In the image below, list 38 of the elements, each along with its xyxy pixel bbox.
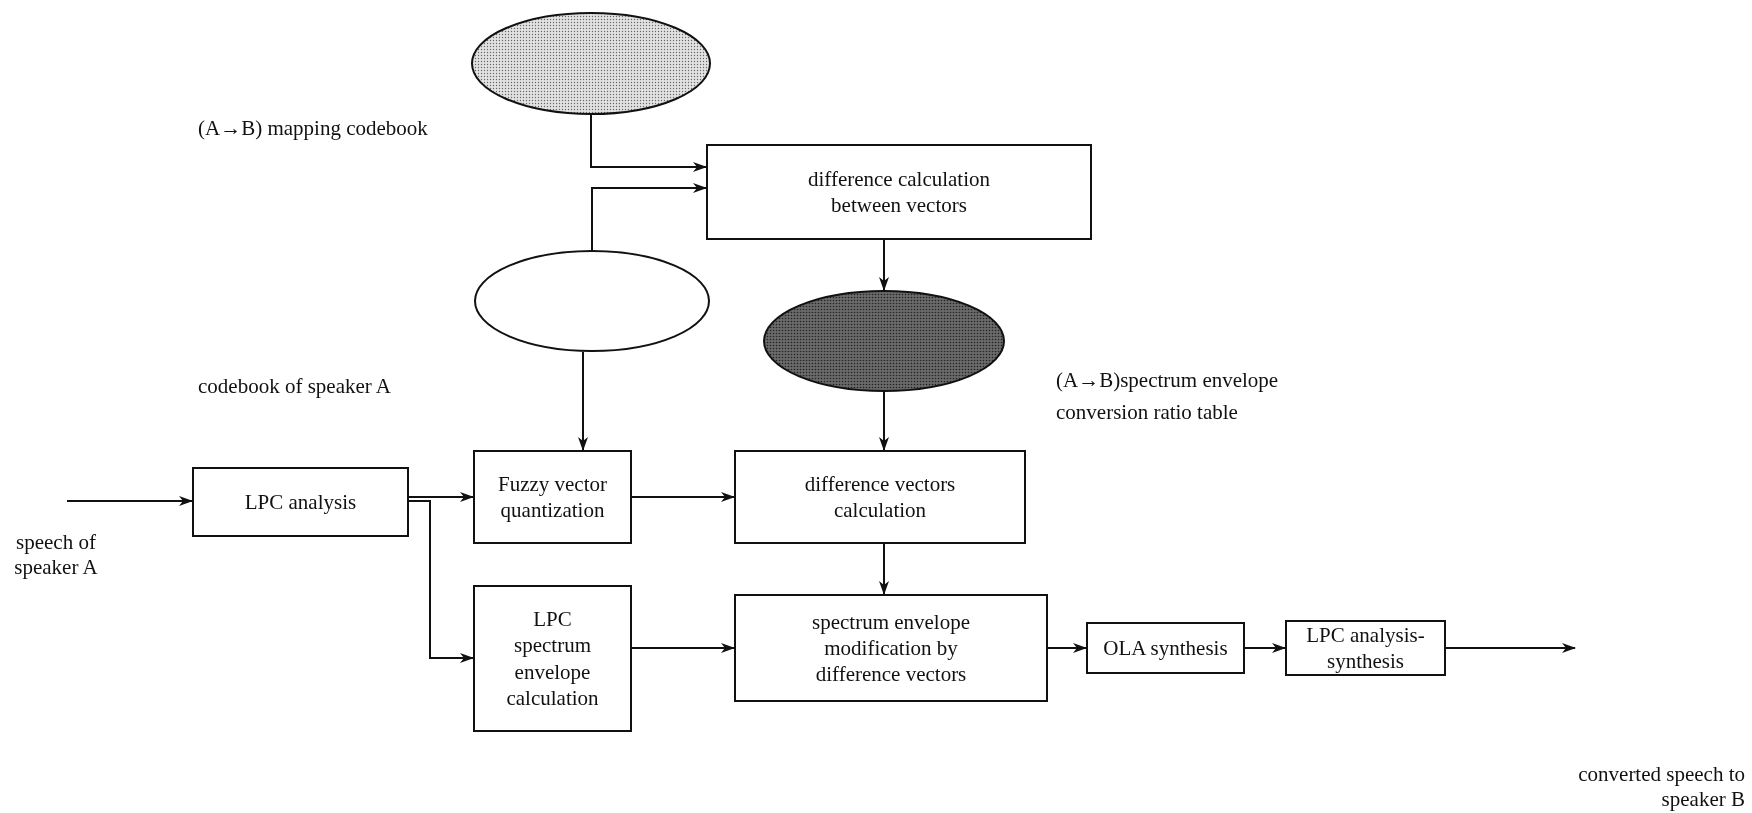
signal-label: speech of speaker A [13, 530, 99, 581]
process-box [473, 585, 632, 732]
arrow [631, 643, 735, 653]
box-label: spectrum envelope modification by difference vectors [811, 608, 971, 688]
process-box [1285, 620, 1446, 676]
arrow [1445, 643, 1576, 653]
codebook-ellipse [474, 250, 710, 352]
arrow [408, 500, 474, 663]
process-box [192, 467, 409, 537]
box-label: Fuzzy vector quantization [496, 470, 608, 524]
process-box [734, 594, 1048, 702]
box-label: LPC analysis [244, 488, 357, 516]
arrow [879, 543, 889, 595]
process-box [734, 450, 1026, 544]
process-box [1086, 622, 1245, 674]
signal-label: codebook of speaker A [198, 374, 393, 400]
box-label: difference vectors calculation [803, 470, 957, 524]
box-label: LPC analysis-synthesis [1305, 621, 1426, 675]
codebook-ellipse [763, 290, 1005, 392]
box-label: LPC spectrum envelope calculation [505, 606, 600, 711]
box-label: OLA synthesis [1103, 634, 1228, 662]
arrow [879, 239, 889, 291]
ellipse-caption: (A→B) mapping codebook [198, 115, 429, 142]
codebook-ellipse [471, 12, 711, 115]
process-box [706, 144, 1092, 240]
arrow [631, 492, 735, 502]
process-box [473, 450, 632, 544]
arrow [66, 496, 193, 506]
box-label: difference calculation between vectors [806, 165, 992, 219]
arrow [879, 391, 889, 451]
arrow [1244, 643, 1286, 653]
arrow [590, 114, 707, 172]
arrow [591, 183, 707, 251]
arrow [578, 351, 588, 451]
ellipse-caption: (A→B)spectrum envelope conversion ratio table [1056, 367, 1280, 426]
arrow [1047, 643, 1087, 653]
arrow [408, 492, 474, 502]
signal-label: converted speech to speaker B [1577, 762, 1745, 813]
